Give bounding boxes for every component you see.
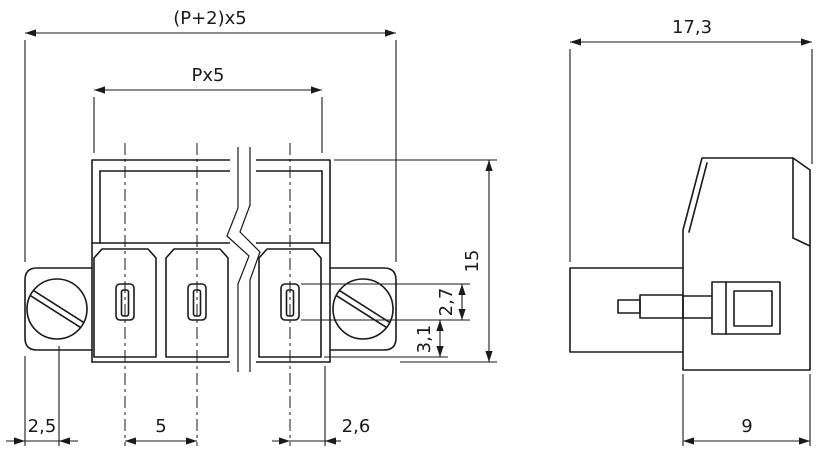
housing-outline	[91, 159, 331, 363]
side-plug-shroud	[569, 267, 684, 353]
right-flange	[329, 267, 397, 351]
dim-housing-depth-label: 9	[741, 416, 752, 437]
side-clamp-detail	[711, 281, 781, 335]
front-view: (P+2)x5 Px5 15 2,7 3,1	[6, 8, 497, 446]
dim-last-pole-to-edge-label: 2,6	[342, 416, 371, 437]
side-contact-pin	[617, 294, 713, 319]
dim-pitch-label: 5	[155, 416, 166, 437]
dim-height-label: 15	[462, 250, 483, 273]
dim-flange-hole-offset-label: 2,5	[28, 416, 57, 437]
dim-overall-depth: 17,3	[569, 17, 813, 262]
dim-clamp-to-bottom-label: 3,1	[414, 325, 435, 354]
dim-height: 15	[334, 159, 497, 363]
dim-pole-span: Px5	[93, 65, 323, 153]
dim-clamp-to-bottom: 3,1	[324, 320, 448, 358]
side-housing-outline	[682, 157, 811, 371]
dim-clamp-depth-label: 2,7	[436, 288, 457, 317]
dim-overall-width: (P+2)x5	[24, 8, 397, 262]
break-lines	[226, 145, 261, 372]
side-view: 17,3 9	[569, 17, 813, 446]
dim-overall-depth-label: 17,3	[672, 17, 712, 38]
pole-centerlines	[124, 143, 291, 446]
left-flange	[24, 267, 93, 351]
dim-flange-hole-offset: 2,5	[6, 346, 78, 446]
dim-pole-span-label: Px5	[192, 65, 225, 86]
dim-overall-width-label: (P+2)x5	[173, 8, 247, 29]
dim-housing-depth: 9	[682, 374, 811, 446]
dim-pitch: 5	[125, 416, 197, 445]
dim-last-pole-to-edge: 2,6	[272, 366, 370, 446]
